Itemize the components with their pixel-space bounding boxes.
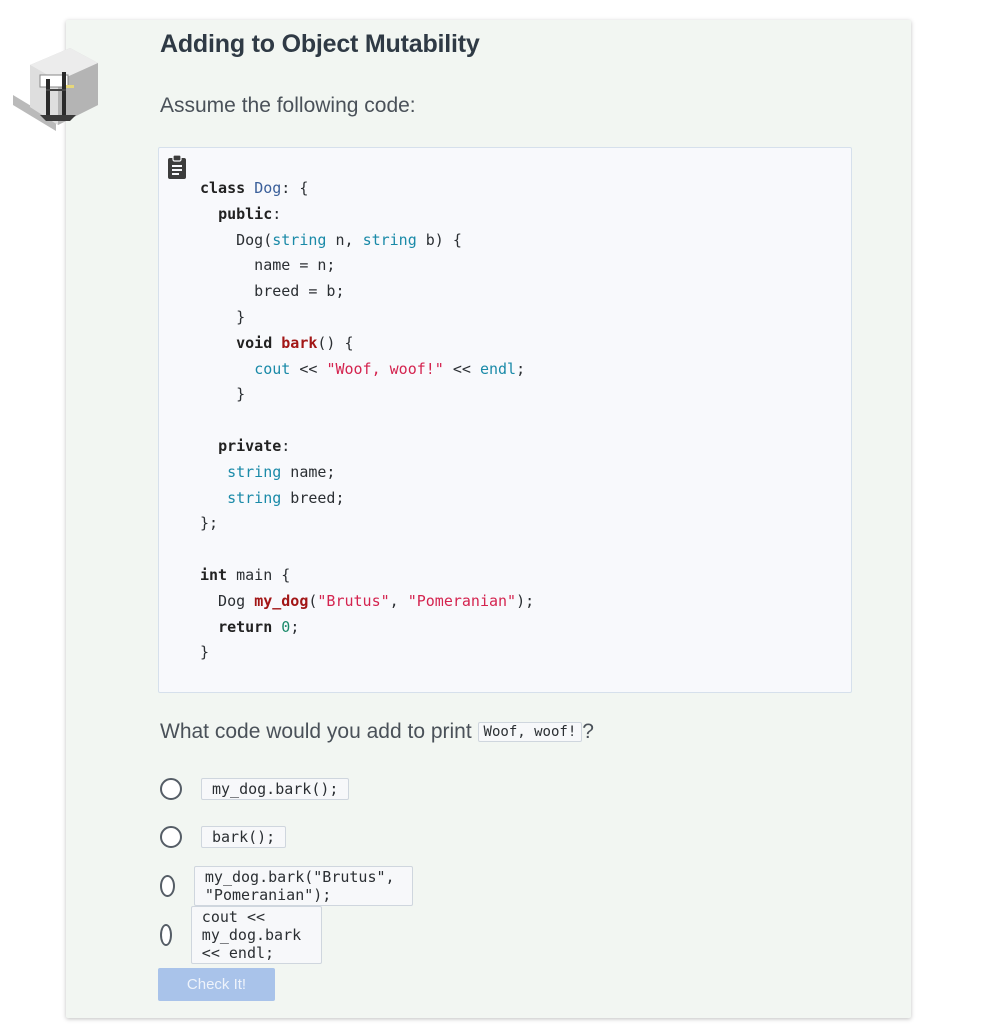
code-block: class Dog: { public: Dog(string n, strin…: [158, 147, 852, 693]
option-1[interactable]: my_dog.bark();: [160, 776, 350, 802]
clipboard-icon[interactable]: [167, 154, 187, 180]
option-label: bark();: [201, 826, 287, 848]
question-inline-code: Woof, woof!: [477, 722, 583, 742]
option-3[interactable]: my_dog.bark("Brutus", "Pomeranian");: [160, 866, 413, 906]
radio-button[interactable]: [160, 875, 175, 897]
intro-text: Assume the following code:: [160, 94, 416, 117]
radio-button[interactable]: [160, 778, 182, 800]
option-label: my_dog.bark("Brutus", "Pomeranian");: [193, 866, 413, 906]
question-prefix: What code would you add to print: [160, 720, 478, 743]
option-label: cout << my_dog.bark << endl;: [190, 906, 323, 964]
doorway-badge-icon: [13, 48, 98, 131]
question-text: What code would you add to print Woof, w…: [160, 720, 594, 744]
option-label: my_dog.bark();: [201, 778, 350, 800]
option-4[interactable]: cout << my_dog.bark << endl;: [160, 906, 323, 964]
page-title: Adding to Object Mutability: [160, 30, 480, 58]
radio-button[interactable]: [160, 826, 182, 848]
code-listing: class Dog: { public: Dog(string n, strin…: [200, 179, 535, 662]
option-2[interactable]: bark();: [160, 824, 287, 850]
question-suffix: ?: [582, 720, 594, 743]
check-it-button[interactable]: Check It!: [158, 968, 275, 1001]
radio-button[interactable]: [160, 924, 172, 946]
